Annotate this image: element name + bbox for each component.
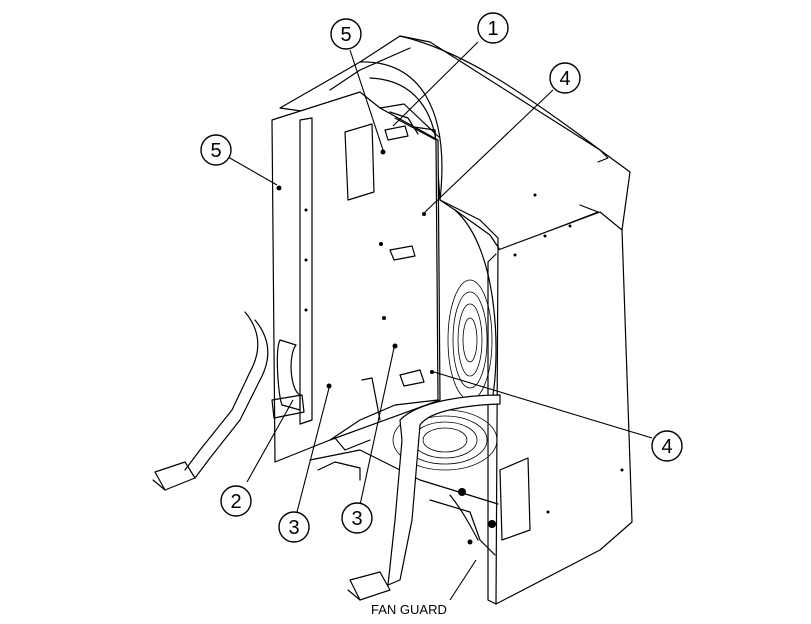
callout-1: 1 [477, 12, 509, 44]
callout-3-right: 3 [341, 502, 373, 534]
callout-3-left: 3 [278, 511, 310, 543]
fan-guard-base [309, 449, 499, 556]
callout-5-top: 5 [330, 18, 362, 50]
hold-down-strap-right [347, 394, 501, 601]
back-plate [271, 91, 441, 463]
callout-5-left: 5 [200, 134, 232, 166]
callout-3-right-label: 3 [351, 508, 362, 530]
fan-guard-label: FAN GUARD [371, 602, 447, 617]
callout-4-top: 4 [549, 62, 581, 94]
callout-5-left-label: 5 [210, 140, 221, 162]
side-panel [487, 193, 633, 605]
callout-1-label: 1 [487, 18, 498, 40]
callout-2-label: 2 [230, 491, 241, 513]
housing-top [279, 35, 631, 251]
callout-4-top-label: 4 [559, 68, 570, 90]
callout-4-bottom: 4 [651, 430, 683, 462]
callout-2: 2 [220, 485, 252, 517]
callout-3-left-label: 3 [288, 517, 299, 539]
hold-down-strap-left [152, 311, 269, 491]
callout-4-bottom-label: 4 [661, 436, 672, 458]
leader-lines [227, 41, 653, 601]
callout-5-top-label: 5 [340, 24, 351, 46]
